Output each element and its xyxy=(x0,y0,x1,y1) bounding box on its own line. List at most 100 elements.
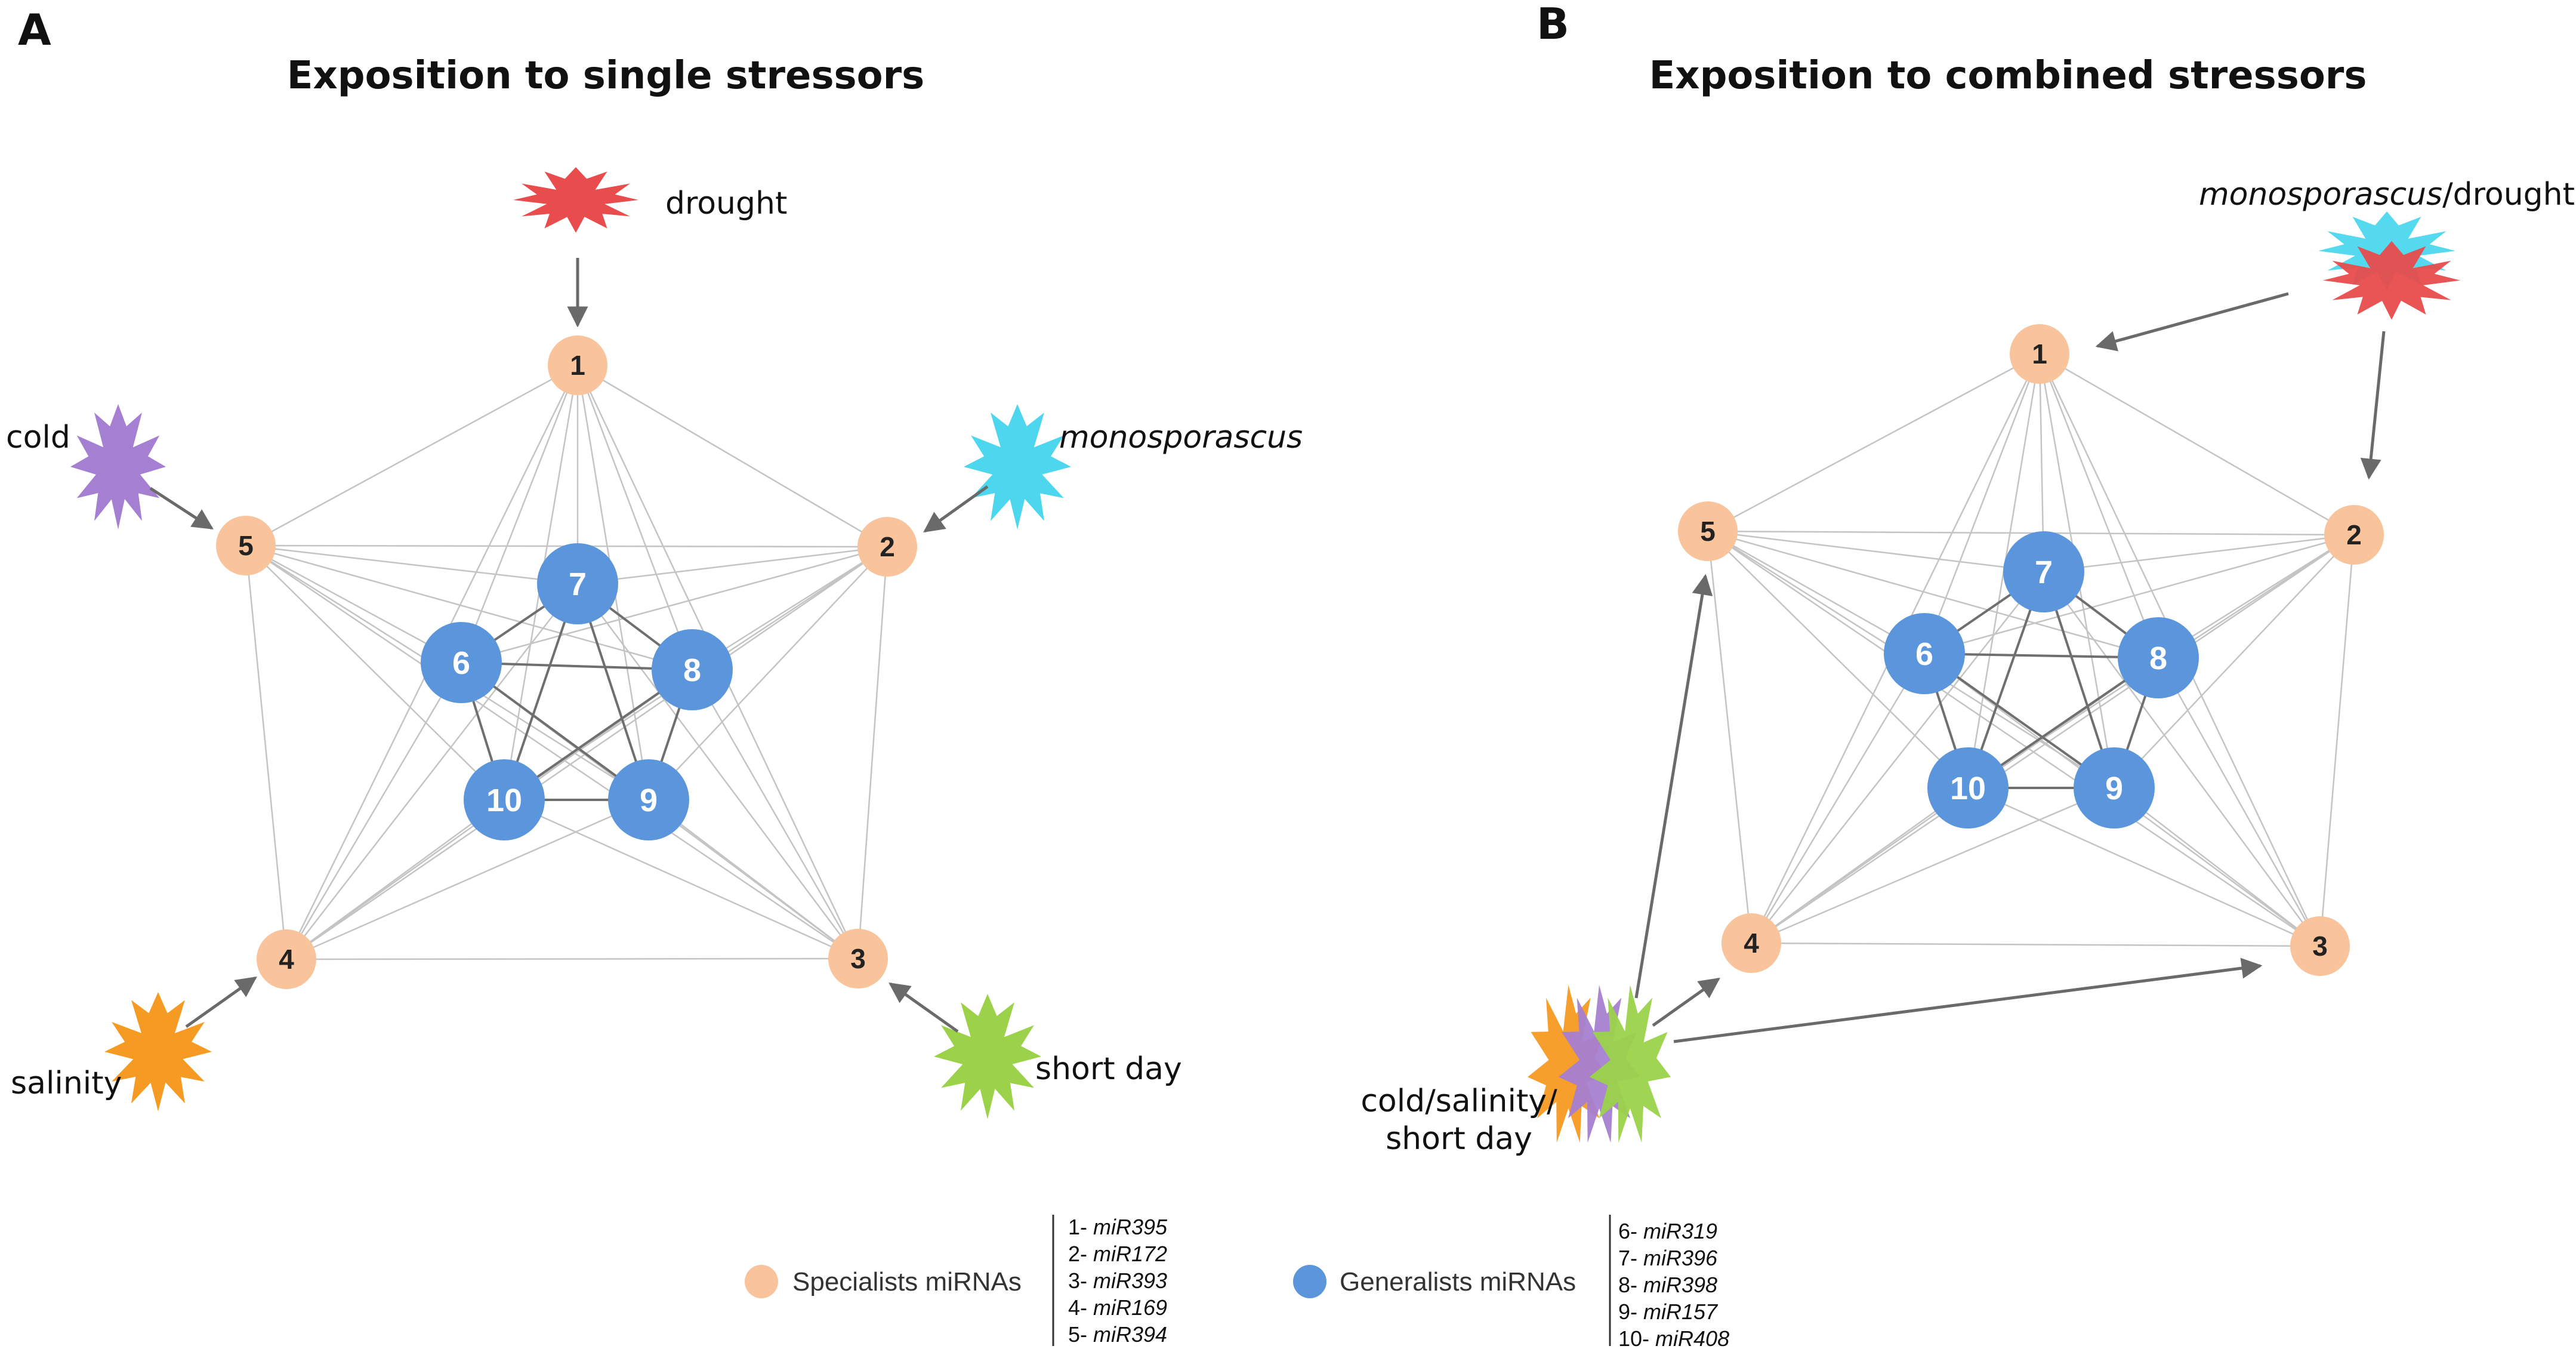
specialist-node-label: 5 xyxy=(1700,516,1716,547)
panel-a-letter: A xyxy=(18,5,51,55)
specialist-node-circle xyxy=(2324,505,2384,565)
legend-list-item: 5- miR394 xyxy=(1068,1322,1167,1347)
legend-generalist-swatch xyxy=(1293,1265,1326,1298)
edge xyxy=(576,365,693,670)
generalist-node-9: 9 xyxy=(608,759,689,840)
legend-item-number: 7- xyxy=(1618,1246,1643,1270)
legend-item-mirna: miR395 xyxy=(1093,1215,1168,1239)
stressor-burst-shape xyxy=(513,167,638,233)
edges-a xyxy=(245,364,889,960)
edge xyxy=(1707,353,2040,532)
edge xyxy=(1751,942,2321,947)
edge xyxy=(1707,530,2355,536)
legend-list-item: 1- miR395 xyxy=(1068,1215,1168,1239)
stressor-burst-a-3 xyxy=(104,992,212,1111)
specialist-node-4: 4 xyxy=(257,929,316,989)
legend-item-number: 4- xyxy=(1068,1295,1093,1320)
stressor-arrow xyxy=(923,485,989,533)
specialist-node-circle xyxy=(1722,913,1781,973)
edge xyxy=(1751,787,1969,944)
generalist-node-9: 9 xyxy=(2074,747,2155,829)
edge xyxy=(2319,534,2355,947)
edge xyxy=(1750,653,1926,944)
legend-list-item: 6- miR319 xyxy=(1618,1219,1717,1243)
edge xyxy=(2114,534,2355,789)
generalist-node-label: 10 xyxy=(1950,771,1986,806)
generalist-node-label: 9 xyxy=(640,783,658,818)
legend-specialist-swatch xyxy=(745,1265,778,1298)
edge xyxy=(576,583,859,959)
edge xyxy=(577,364,888,548)
edge xyxy=(2039,353,2355,536)
edge xyxy=(1707,530,2044,573)
specialist-node-circle xyxy=(1678,501,1738,561)
specialist-node-4: 4 xyxy=(1722,913,1781,973)
specialist-node-label: 1 xyxy=(2032,338,2047,369)
stressor-burst-b-0 xyxy=(2318,211,2460,320)
panel-b-title: Exposition to combined stressors xyxy=(1649,54,2367,98)
edge xyxy=(857,546,889,959)
legend-item-mirna: miR393 xyxy=(1093,1268,1167,1293)
stressor-burst-a-2 xyxy=(934,994,1041,1119)
edge xyxy=(245,364,578,547)
edge xyxy=(1923,353,2041,654)
stressor-burst-a-0 xyxy=(513,167,638,233)
generalist-node-circle xyxy=(2118,617,2199,698)
edge xyxy=(1967,787,2321,947)
specialist-node-circle xyxy=(2290,916,2350,976)
stressor-arrow xyxy=(149,486,214,530)
edge xyxy=(1707,530,1925,655)
generalist-node-label: 6 xyxy=(1915,636,1933,672)
specialist-node-label: 1 xyxy=(570,350,585,381)
specialist-node-label: 3 xyxy=(2312,931,2328,962)
legend-item-mirna: miR172 xyxy=(1093,1242,1167,1266)
specialist-node-5: 5 xyxy=(1678,501,1738,561)
edge xyxy=(460,365,579,663)
edge xyxy=(286,546,888,960)
legend-item-number: 5- xyxy=(1068,1322,1093,1347)
legend-list-item: 7- miR396 xyxy=(1618,1246,1718,1270)
specialist-node-label: 2 xyxy=(2346,519,2362,550)
generalist-node-label: 9 xyxy=(2105,771,2123,806)
legend-item-number: 3- xyxy=(1068,1268,1093,1293)
stressor-burst-a-1 xyxy=(964,404,1071,529)
generalist-node-10: 10 xyxy=(1927,747,2009,829)
generalist-node-6: 6 xyxy=(421,622,502,703)
edge xyxy=(1707,531,1753,944)
stressor-burst-shape xyxy=(2323,241,2460,320)
generalist-node-circle xyxy=(1927,747,2009,829)
generalist-node-circle xyxy=(652,629,733,710)
stressor-arrow xyxy=(2095,292,2289,352)
generalist-node-8: 8 xyxy=(2118,617,2199,698)
generalist-node-circle xyxy=(464,759,545,840)
panel-a-title: Exposition to single stressors xyxy=(287,54,925,98)
edge xyxy=(648,546,888,800)
edge xyxy=(648,799,859,959)
generalist-node-label: 8 xyxy=(2149,640,2167,676)
edge xyxy=(2038,353,2159,658)
edge xyxy=(1751,571,2044,944)
legend-list-item: 2- miR172 xyxy=(1068,1242,1167,1266)
edge xyxy=(1924,534,2355,655)
legend-item-number: 1- xyxy=(1068,1215,1093,1239)
edge xyxy=(245,544,859,960)
generalist-node-label: 10 xyxy=(486,783,522,818)
legend-generalist-label: Generalists miRNAs xyxy=(1340,1267,1576,1296)
edge xyxy=(577,546,888,585)
specialist-node-circle xyxy=(828,929,888,988)
edge xyxy=(1707,530,2321,947)
specialist-node-label: 5 xyxy=(238,530,254,561)
edge xyxy=(2043,534,2355,573)
edge xyxy=(2114,787,2321,947)
generalist-node-10: 10 xyxy=(464,759,545,840)
specialist-node-circle xyxy=(857,517,917,577)
legend-list-item: 10- miR408 xyxy=(1618,1326,1729,1351)
edge xyxy=(245,544,462,664)
generalist-node-circle xyxy=(1884,613,1965,694)
stressor-arrow xyxy=(1634,574,1713,999)
specialist-node-circle xyxy=(2010,324,2069,384)
legend-item-number: 8- xyxy=(1618,1273,1643,1297)
generalist-node-label: 8 xyxy=(683,652,701,688)
